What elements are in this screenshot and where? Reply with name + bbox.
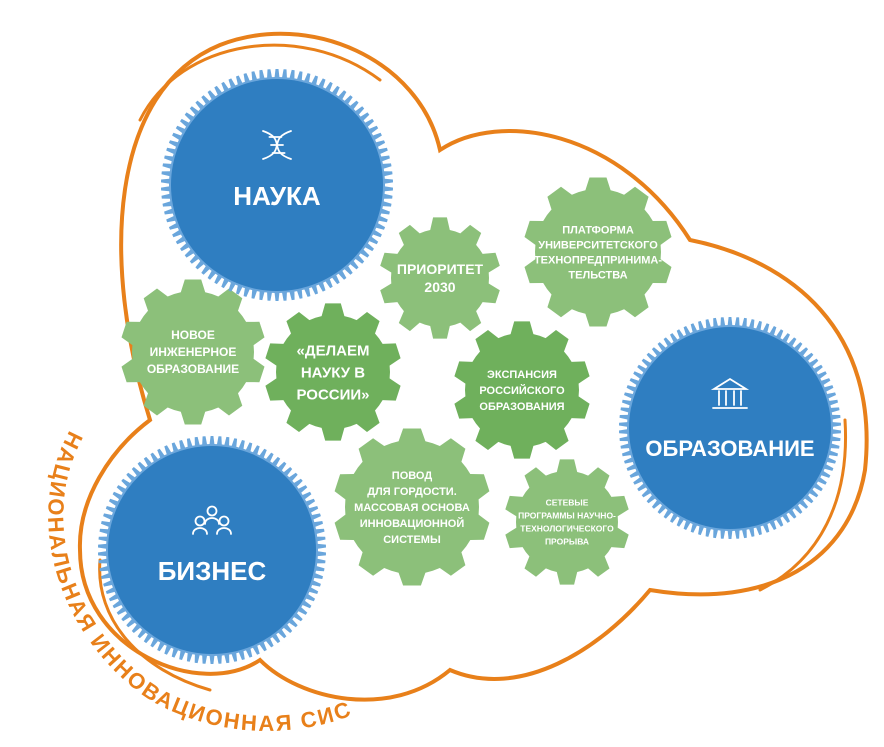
- orange-frame: [77, 31, 869, 702]
- gear-povod-line: СИСТЕМЫ: [383, 534, 441, 546]
- gear-setevye-line: ТЕХНОЛОГИЧЕСКОГО: [520, 524, 614, 534]
- gears-layer: ПРИОРИТЕТ 2030 ПЛАТФОРМА УНИВЕРСИТЕТСКОГО ТЕ…: [121, 177, 672, 586]
- gear-setevye-line: ПРОГРАММЫ НАУЧНО-: [518, 511, 616, 521]
- gear-ekspansiya-line: ЭКСПАНСИЯ: [487, 369, 557, 381]
- gear-platforma-shape: [524, 177, 672, 327]
- gear-povod-line: ДЛЯ ГОРДОСТИ.: [367, 486, 457, 498]
- gear-prioritet-line: ПРИОРИТЕТ: [397, 261, 484, 277]
- person-head: [218, 515, 230, 527]
- frame-inner-arc-top: [138, 43, 382, 122]
- gear-inzhener-shape: [121, 279, 265, 425]
- gear-inzhener-line: ОБРАЗОВАНИЕ: [147, 362, 239, 376]
- hub-obrazovanie-label: ОБРАЗОВАНИЕ: [645, 436, 814, 461]
- gear-setevye: СЕТЕВЫЕ ПРОГРАММЫ НАУЧНО- ТЕХНОЛОГИЧЕСКОГО…: [505, 459, 629, 585]
- gear-inzhener-line: НОВОЕ: [171, 328, 215, 342]
- gear-delaem-line: НАУКУ В: [301, 364, 365, 381]
- person-body: [204, 517, 220, 525]
- gear-povod: ПОВОД ДЛЯ ГОРДОСТИ. МАССОВАЯ ОСНОВА ИННОВАЦ…: [334, 428, 490, 586]
- gear-ekspansiya-line: ОБРАЗОВАНИЯ: [479, 401, 564, 413]
- gear-platforma-line: УНИВЕРСИТЕТСКОГО: [538, 239, 658, 251]
- person-body: [216, 527, 232, 535]
- gear-povod-line: МАССОВАЯ ОСНОВА: [354, 502, 470, 514]
- gear-ekspansiya-shape: [454, 321, 590, 459]
- gear-delaem: «ДЕЛАЕМ НАУКУ В РОССИИ»: [265, 303, 401, 441]
- frame-outer-stroke: [77, 31, 869, 702]
- gear-prioritet-line: 2030: [424, 279, 455, 295]
- hub-obrazovanie: ОБРАЗОВАНИЕ: [619, 317, 841, 539]
- gear-povod-line: ПОВОД: [392, 470, 433, 482]
- hub-biznes: БИЗНЕС: [98, 436, 326, 664]
- hub-biznes-disc: [108, 446, 316, 654]
- gear-ekspansiya: ЭКСПАНСИЯ РОССИЙСКОГО ОБРАЗОВАНИЯ: [454, 321, 590, 459]
- person-head: [206, 505, 218, 517]
- gear-setevye-line: СЕТЕВЫЕ: [546, 498, 589, 508]
- gear-delaem-line: «ДЕЛАЕМ: [297, 342, 370, 359]
- gear-setevye-shape: [505, 459, 629, 585]
- frame-inner-arc-right: [758, 418, 848, 592]
- person-body: [192, 527, 208, 535]
- person-head: [194, 515, 206, 527]
- gear-prioritet-shape: [380, 217, 500, 339]
- building-icon: [710, 377, 750, 409]
- gear-inzhener-line: ИНЖЕНЕРНОЕ: [150, 345, 237, 359]
- gear-setevye-line: ПРОРЫВА: [545, 537, 589, 547]
- gear-ekspansiya-line: РОССИЙСКОГО: [479, 384, 565, 397]
- gear-platforma-line: ПЛАТФОРМА: [562, 224, 634, 236]
- gear-platforma-line: ТЕХНОПРЕДПРИНИМА-: [534, 254, 662, 266]
- dna-icon: [262, 130, 292, 160]
- gear-povod-line: ИННОВАЦИОННОЙ: [360, 517, 465, 530]
- gear-delaem-line: РОССИИ»: [296, 386, 369, 403]
- frame-inner-arc-left: [98, 558, 212, 692]
- gear-delaem-shape: [265, 303, 401, 441]
- gear-platforma: ПЛАТФОРМА УНИВЕРСИТЕТСКОГО ТЕХНОПРЕДПРИНИМ…: [524, 177, 672, 327]
- hub-obrazovanie-disc: [629, 327, 831, 529]
- hub-nauka: НАУКА: [161, 69, 393, 301]
- gear-inzhener: НОВОЕ ИНЖЕНЕРНОЕ ОБРАЗОВАНИЕ: [121, 279, 265, 425]
- gear-prioritet: ПРИОРИТЕТ 2030: [380, 217, 500, 339]
- hub-biznes-label: БИЗНЕС: [158, 556, 267, 586]
- gear-povod-shape: [334, 428, 490, 586]
- hubs-layer: НАУКА ОБРАЗОВАНИЕ БИЗНЕС: [98, 69, 841, 664]
- hub-nauka-label: НАУКА: [233, 181, 321, 211]
- people-icon: [192, 505, 232, 535]
- building-roof: [710, 377, 750, 390]
- hub-nauka-disc: [171, 79, 383, 291]
- gear-platforma-line: ТЕЛЬСТВА: [568, 269, 627, 281]
